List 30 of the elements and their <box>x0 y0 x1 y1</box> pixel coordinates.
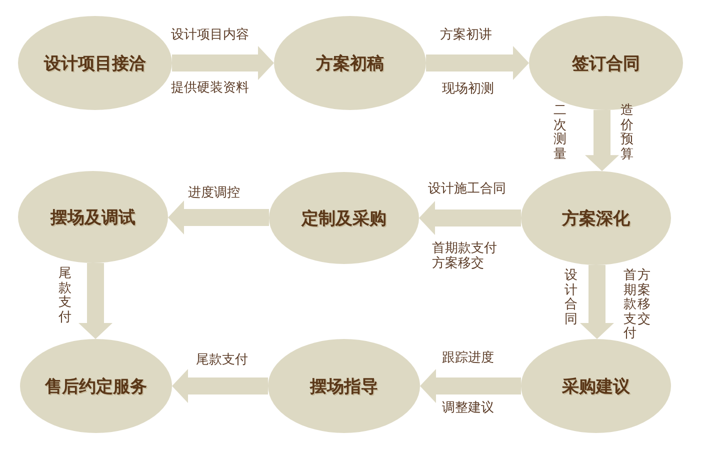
stage-ellipse: 售后约定服务 <box>20 339 172 433</box>
arrow-label: 调整建议 <box>442 400 494 416</box>
edge-label: 跟踪进度 <box>442 350 494 366</box>
edge-label: 尾款支付 <box>196 352 248 368</box>
stage-ellipse: 采购建议 <box>521 339 671 433</box>
stage-ellipse: 摆场指导 <box>268 339 420 433</box>
arrow-label: 提供硬装资料 <box>171 80 249 96</box>
edge-label: 设计合同 <box>564 269 578 327</box>
stage-ellipse: 设计项目接洽 <box>18 16 172 110</box>
stage-ellipse: 摆场及调试 <box>18 171 168 263</box>
block-arrow <box>420 369 521 403</box>
block-arrow <box>580 265 614 339</box>
block-arrow <box>419 201 521 235</box>
block-arrow <box>172 46 274 80</box>
stage-ellipse: 方案初稿 <box>274 16 426 110</box>
stage-ellipse: 定制及采购 <box>269 172 419 264</box>
arrow-label: 首期款支付方案移交 <box>623 268 651 342</box>
edge-label: 尾款支付 <box>58 267 72 325</box>
block-arrow <box>585 110 619 172</box>
block-arrow <box>78 262 112 339</box>
arrow-label: 首期款支付方案移交 <box>432 241 498 271</box>
arrow-label: 现场初测 <box>442 82 494 96</box>
edge-label: 设计施工合同 <box>428 182 506 196</box>
edge-label: 进度调控 <box>188 186 240 200</box>
block-arrow <box>426 46 529 80</box>
block-arrow <box>172 369 268 403</box>
stage-ellipse: 方案深化 <box>521 171 671 265</box>
block-arrow <box>168 200 269 234</box>
edge-label: 方案初讲 <box>440 28 492 42</box>
edge-label: 设计项目内容 <box>171 28 249 42</box>
